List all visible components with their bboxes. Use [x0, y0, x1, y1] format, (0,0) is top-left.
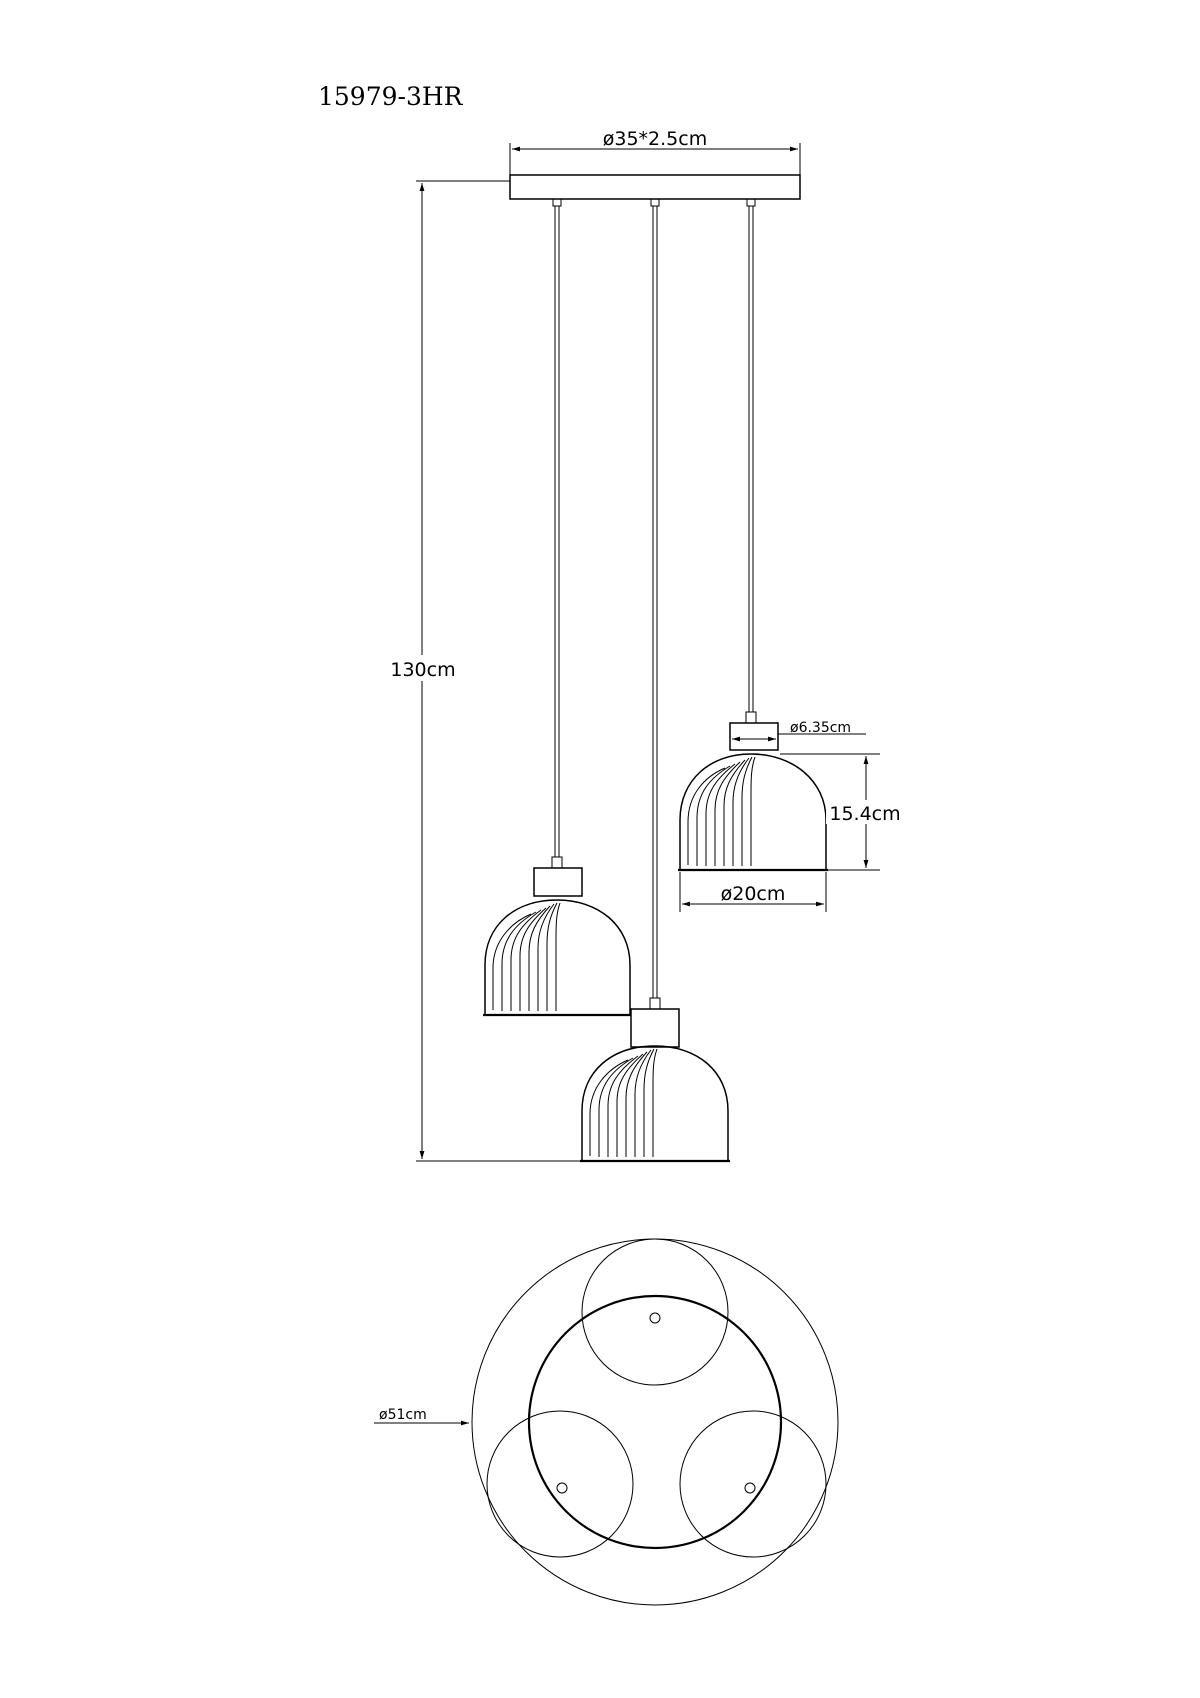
- top-view: [471, 1238, 839, 1606]
- shade-height-dimension-label: 15.4cm: [829, 803, 900, 825]
- pendant-right: [678, 711, 828, 872]
- canopy: [509, 143, 801, 207]
- model-number: 15979-3HR: [318, 82, 464, 111]
- shade-height-dimension: 15.4cm: [780, 753, 906, 871]
- canopy-dimension: ø35*2.5cm: [512, 128, 798, 152]
- suspension-cables: [554, 206, 754, 998]
- canopy-dimension-label: ø35*2.5cm: [603, 128, 707, 150]
- overall-diameter-dimension: ø51cm: [374, 1407, 469, 1426]
- height-dimension-label: 130cm: [390, 659, 455, 681]
- socket-dimension-label: ø6.35cm: [790, 720, 851, 736]
- overall-diameter-dimension-label: ø51cm: [379, 1407, 427, 1423]
- shade-diameter-dimension: ø20cm: [679, 872, 827, 912]
- socket-dimension: ø6.35cm: [732, 720, 866, 742]
- shade-diameter-dimension-label: ø20cm: [721, 883, 786, 905]
- pendant-left: [483, 856, 632, 1017]
- pendant-center: [580, 997, 730, 1163]
- height-dimension: 130cm: [386, 180, 585, 1162]
